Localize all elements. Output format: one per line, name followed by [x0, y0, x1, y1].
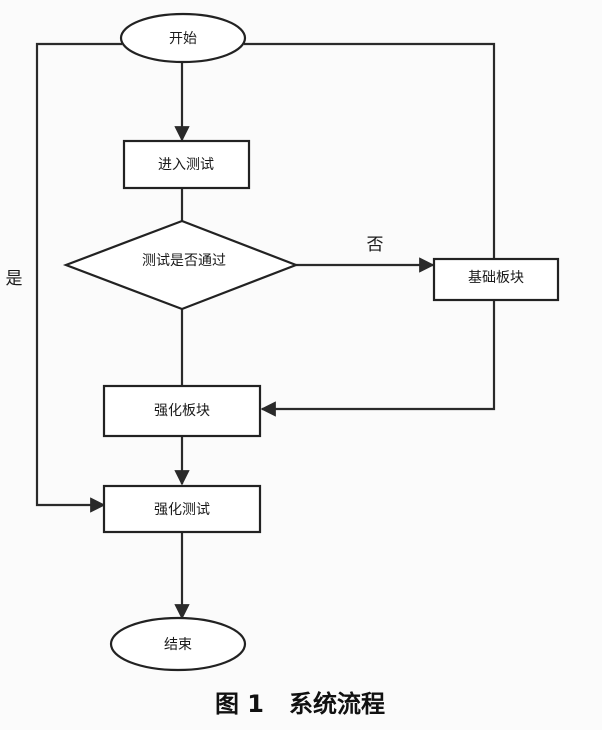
node-decision: 测试是否通过	[62, 219, 300, 311]
enter-test-box	[122, 139, 251, 190]
enhance-module-box	[102, 384, 262, 438]
basic-module-label: 基础板块	[468, 269, 524, 286]
figure-caption: 图 1 系统流程	[215, 690, 385, 718]
edge-start-to-enhance-test-yes	[35, 42, 122, 513]
edge-label-yes: 是	[6, 269, 23, 289]
node-enter-test: 进入测试	[122, 139, 251, 190]
end-label: 结束	[164, 637, 192, 653]
decision-diamond	[62, 219, 300, 311]
edge-start-to-basic-module-loop	[244, 42, 496, 259]
enter-test-label: 进入测试	[158, 157, 214, 173]
node-enhance-test: 强化测试	[102, 484, 262, 534]
enhance-module-label: 强化板块	[154, 403, 210, 419]
enhance-test-label: 强化测试	[154, 502, 210, 518]
node-basic-module: 基础板块	[432, 257, 560, 302]
start-label: 开始	[169, 31, 197, 47]
edges	[35, 42, 496, 620]
decision-label: 测试是否通过	[142, 253, 226, 269]
end-terminator	[109, 616, 247, 672]
node-end: 结束	[109, 616, 247, 672]
edge-label-no: 否	[367, 235, 384, 255]
basic-module-box	[432, 257, 560, 302]
node-enhance-module: 强化板块	[102, 384, 262, 438]
start-terminator	[119, 12, 247, 64]
edge-basic-module-to-enhance-module	[260, 300, 496, 417]
node-start: 开始	[119, 12, 247, 64]
enhance-test-box	[102, 484, 262, 534]
